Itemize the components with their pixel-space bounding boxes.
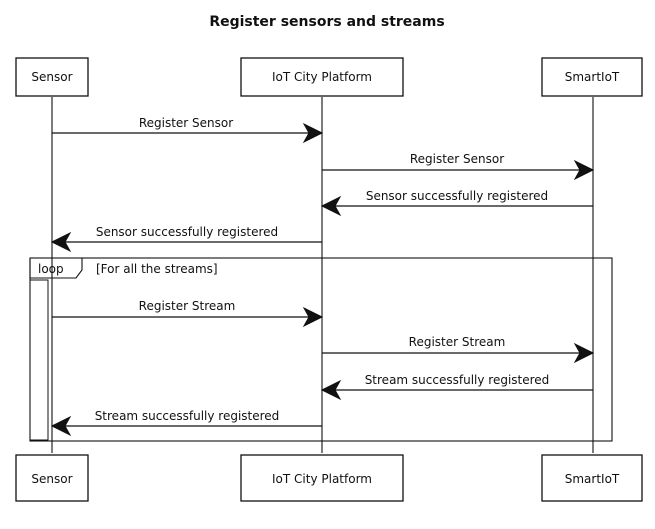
loop-condition: [For all the streams] xyxy=(96,262,218,276)
message-register-sensor-2: Register Sensor xyxy=(322,152,595,181)
message-register-stream-1: Register Stream xyxy=(52,299,324,328)
message-4-label: Sensor successfully registered xyxy=(96,225,278,239)
activation-bar xyxy=(29,279,49,441)
message-3-label: Sensor successfully registered xyxy=(366,189,548,203)
diagram-title: Register sensors and streams xyxy=(209,14,444,30)
participant-smartiot-bottom-label: SmartIoT xyxy=(565,472,620,486)
loop-frame-tab xyxy=(29,258,83,279)
message-5-label: Register Stream xyxy=(139,299,236,313)
participant-sensor-bottom: Sensor xyxy=(15,454,89,502)
participant-platform-bottom: IoT City Platform xyxy=(240,454,404,502)
participant-sensor-top-label: Sensor xyxy=(31,70,72,84)
message-register-stream-2: Register Stream xyxy=(322,335,595,364)
participant-sensor-bottom-label: Sensor xyxy=(31,472,72,486)
participant-smartiot-bottom: SmartIoT xyxy=(541,454,643,502)
message-sensor-registered-2: Sensor successfully registered xyxy=(50,225,322,253)
message-stream-registered-1: Stream successfully registered xyxy=(320,373,593,401)
message-2-label: Register Sensor xyxy=(410,152,504,166)
participant-platform-top-label: IoT City Platform xyxy=(272,70,372,84)
message-8-label: Stream successfully registered xyxy=(95,409,280,423)
message-register-sensor-1: Register Sensor xyxy=(52,116,324,144)
participant-smartiot-top: SmartIoT xyxy=(541,57,643,97)
participant-sensor-top: Sensor xyxy=(15,57,89,97)
loop-frame xyxy=(29,257,613,442)
message-1-label: Register Sensor xyxy=(139,116,233,130)
participant-platform-bottom-label: IoT City Platform xyxy=(272,472,372,486)
message-6-label: Register Stream xyxy=(409,335,506,349)
loop-keyword: loop xyxy=(38,262,64,276)
message-stream-registered-2: Stream successfully registered xyxy=(50,409,322,437)
message-7-label: Stream successfully registered xyxy=(365,373,550,387)
participant-platform-top: IoT City Platform xyxy=(240,57,404,97)
participant-smartiot-top-label: SmartIoT xyxy=(565,70,620,84)
message-sensor-registered-1: Sensor successfully registered xyxy=(320,189,593,217)
